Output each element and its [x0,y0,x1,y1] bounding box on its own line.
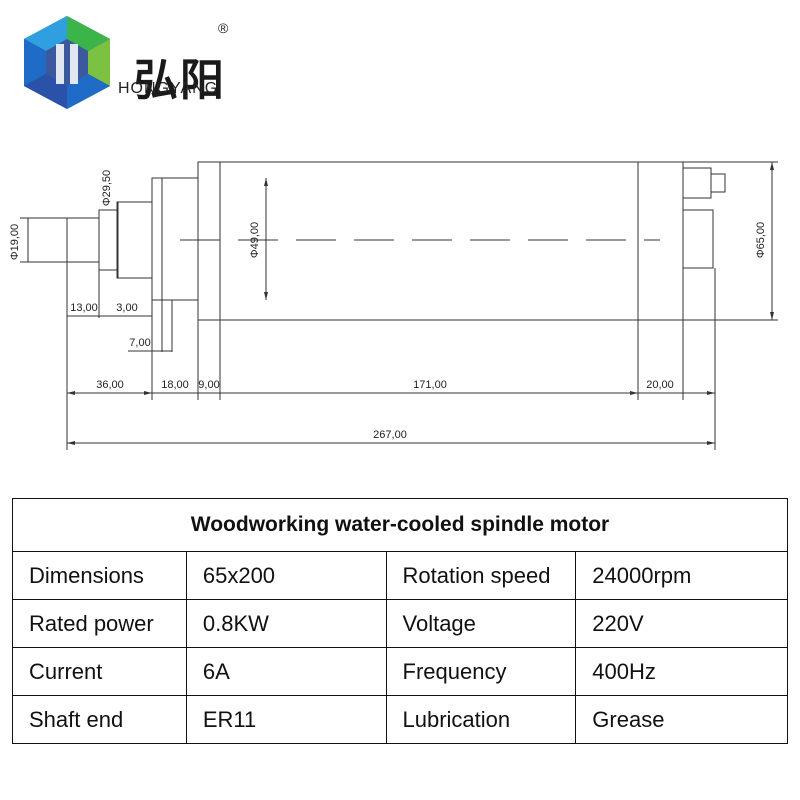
spec-key: Current [12,647,187,696]
dim-20: 20,00 [646,379,674,391]
dim-9: 9,00 [198,379,219,391]
spec-table: Woodworking water-cooled spindle motor D… [12,498,788,744]
spec-value: Grease [575,695,788,744]
table-row: Rated power 0.8KW Voltage 220V [12,599,788,648]
spec-key: Rated power [12,599,187,648]
spec-key: Voltage [385,599,577,648]
dim-36: 36,00 [96,379,124,391]
spec-key: Frequency [385,647,577,696]
table-row: Current 6A Frequency 400Hz [12,647,788,696]
dim-total: 267,00 [373,429,407,441]
dimension-drawing: Φ19,00 Φ29,50 Φ49,00 Φ65,00 13,00 3,00 7… [9,161,778,450]
spec-key: Shaft end [12,695,187,744]
spec-value: 24000rpm [575,551,788,600]
spec-value: 65x200 [185,551,387,600]
dim-body-diameter: Φ65,00 [755,222,767,258]
brand-name-cn: 弘阳 [134,55,226,106]
spec-value: 0.8KW [185,599,387,648]
dim-flange-diameter: Φ49,00 [249,222,261,258]
brand-name-en: HONGYANG [118,80,219,97]
brand-logo: 弘阳 [22,14,242,114]
dim-18: 18,00 [161,379,189,391]
spec-title-row: Woodworking water-cooled spindle motor [12,498,788,552]
table-row: Shaft end ER11 Lubrication Grease [12,695,788,744]
spec-value: 6A [185,647,387,696]
spec-value: 400Hz [575,647,788,696]
hexagon-logo-icon [24,16,110,109]
spec-value: ER11 [185,695,387,744]
spec-title: Woodworking water-cooled spindle motor [12,498,788,552]
dim-3: 3,00 [116,302,137,314]
dim-shaft-diameter: Φ19,00 [9,224,21,260]
spindle-technical-drawing: Φ19,00 Φ29,50 Φ49,00 Φ65,00 13,00 3,00 7… [0,130,800,460]
dim-13: 13,00 [70,302,98,314]
table-row: Dimensions 65x200 Rotation speed 24000rp… [12,551,788,600]
spec-key: Lubrication [385,695,577,744]
spec-key: Dimensions [12,551,187,600]
spec-value: 220V [575,599,788,648]
dim-collar-diameter: Φ29,50 [101,170,113,206]
dim-7: 7,00 [129,337,150,349]
registered-mark: ® [218,20,229,36]
dim-171: 171,00 [413,379,447,391]
spec-key: Rotation speed [385,551,577,600]
